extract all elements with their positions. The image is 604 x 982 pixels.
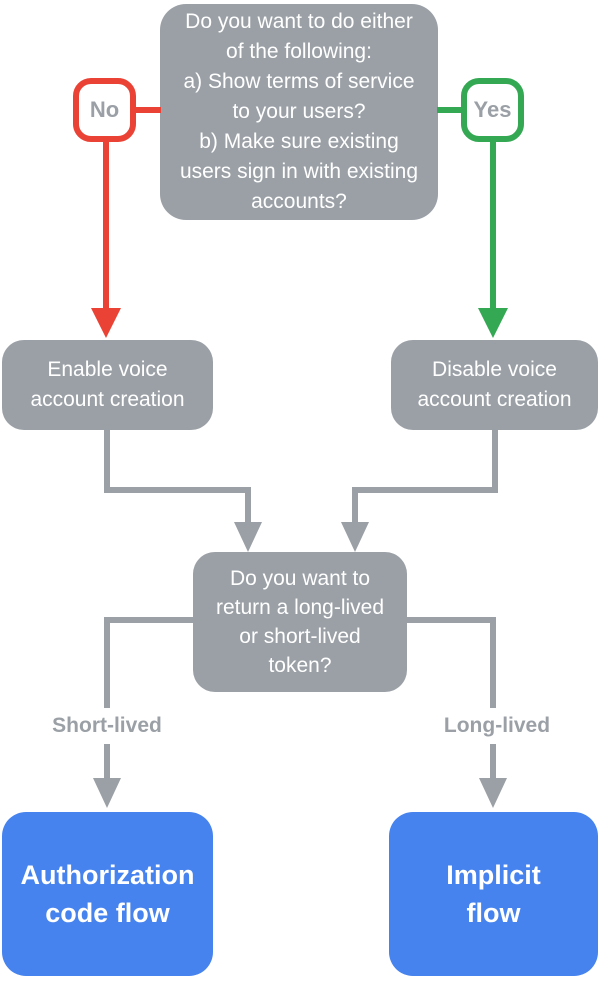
short-arrowhead-icon bbox=[93, 778, 121, 808]
node-token-question: Do you want to return a long-lived or sh… bbox=[193, 552, 407, 692]
disable-connector-vertical bbox=[492, 430, 498, 493]
edge-label-long-lived: Long-lived bbox=[412, 708, 582, 744]
node-token-question-text: Do you want to return a long-lived or sh… bbox=[215, 567, 385, 677]
disable-connector-drop bbox=[352, 487, 358, 525]
node-enable-voice-text: Enable voice account creation bbox=[30, 358, 185, 411]
node-authorization-code-flow: Authorization code flow bbox=[2, 812, 213, 976]
badge-no-label: No bbox=[89, 97, 120, 122]
short-connector-vertical bbox=[104, 617, 110, 780]
node-implicit-flow-text: Implicit flow bbox=[446, 860, 541, 928]
node-top-question: Do you want to do either of the followin… bbox=[160, 4, 438, 220]
enable-connector-drop bbox=[245, 487, 251, 525]
yes-arrowhead-icon bbox=[478, 308, 508, 338]
no-connector-vertical bbox=[103, 140, 109, 308]
edge-label-short-lived-text: Short-lived bbox=[52, 714, 162, 737]
disable-arrowhead-icon bbox=[341, 522, 369, 552]
disable-connector-horizontal bbox=[352, 487, 498, 493]
short-connector-horizontal bbox=[104, 617, 193, 623]
no-connector-horizontal bbox=[136, 107, 161, 113]
node-disable-voice-text: Disable voice account creation bbox=[417, 358, 572, 411]
enable-connector-vertical bbox=[104, 430, 110, 493]
badge-no: No bbox=[73, 78, 136, 142]
node-disable-voice: Disable voice account creation bbox=[391, 340, 598, 430]
node-implicit-flow: Implicit flow bbox=[389, 812, 598, 976]
yes-connector-vertical bbox=[490, 140, 496, 308]
badge-yes-label: Yes bbox=[473, 97, 512, 122]
long-connector-vertical bbox=[490, 617, 496, 780]
badge-yes: Yes bbox=[461, 78, 524, 142]
long-arrowhead-icon bbox=[479, 778, 507, 808]
edge-label-short-lived: Short-lived bbox=[22, 708, 192, 744]
enable-connector-horizontal bbox=[104, 487, 251, 493]
yes-connector-horizontal bbox=[437, 107, 462, 113]
no-arrowhead-icon bbox=[91, 308, 121, 338]
node-authorization-code-flow-text: Authorization code flow bbox=[20, 860, 195, 928]
node-enable-voice: Enable voice account creation bbox=[2, 340, 213, 430]
edge-label-long-lived-text: Long-lived bbox=[443, 714, 551, 737]
enable-arrowhead-icon bbox=[234, 522, 262, 552]
node-top-question-text: Do you want to do either of the followin… bbox=[179, 10, 419, 213]
long-connector-horizontal bbox=[407, 617, 496, 623]
